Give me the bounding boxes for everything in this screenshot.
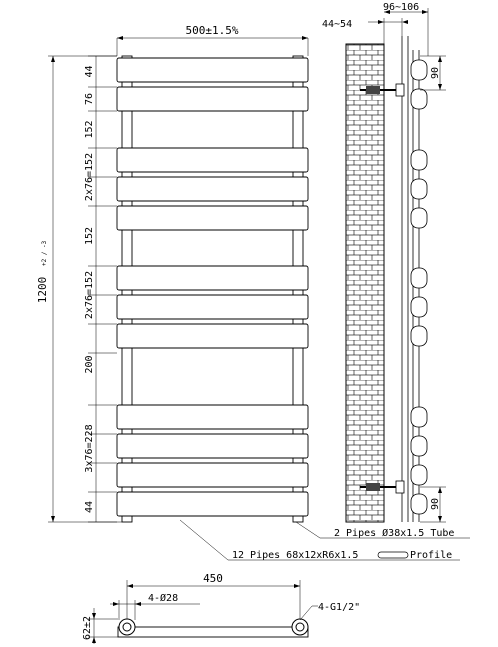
panel-section [410, 493, 428, 515]
panel-cross-sections [410, 59, 428, 515]
panel-section [410, 207, 428, 229]
flat-panel [116, 404, 309, 430]
profile-note-label: 12 Pipes 68x12xR6x1.5 [232, 550, 358, 561]
chain-dimension-label: 2x76=152 [84, 153, 95, 201]
horizontal-panels [116, 57, 309, 517]
panel-section [410, 406, 428, 428]
flat-panel [116, 205, 309, 231]
front-view: 500±1.5% 1200 +2 / -3 44 76 152 2x76=152 152… [36, 24, 470, 561]
flat-panel [116, 323, 309, 349]
chain-dimension-label: 3x76=228 [84, 424, 95, 472]
height-dimension-label: 1200 [36, 277, 49, 304]
panel-section [410, 267, 428, 289]
flat-panel [116, 57, 309, 83]
bottom-view: 450 4-Ø28 4-G1/2" 62±2 [82, 572, 360, 644]
profile-symbol [377, 551, 409, 559]
flat-panel [116, 491, 309, 517]
depth-label: 96~106 [383, 2, 419, 13]
wall-gap-label: 44~54 [322, 19, 352, 30]
bottom-height-label: 62±2 [82, 616, 93, 640]
height-tolerance-label: +2 / -3 [41, 240, 48, 266]
top-bracket-label: 90 [430, 67, 441, 79]
width-dimension-label: 500±1.5% [186, 24, 239, 37]
panel-section [410, 59, 428, 81]
chain-dimension-label: 152 [84, 120, 95, 138]
flat-panel [116, 294, 309, 320]
top-wall-bracket [360, 83, 405, 97]
chain-dimension-label: 200 [84, 355, 95, 373]
chain-dimension-label: 44 [84, 501, 95, 513]
flat-panel [116, 462, 309, 488]
bottom-profile [117, 626, 309, 638]
flat-panel [116, 265, 309, 291]
flat-panel [116, 176, 309, 202]
right-valve-inner [295, 622, 305, 632]
flat-panel [116, 433, 309, 459]
left-valve-inner [122, 622, 132, 632]
panel-section [410, 88, 428, 110]
panel-section [410, 178, 428, 200]
bottom-bracket-label: 90 [430, 498, 441, 510]
tube-note-label: 2 Pipes Ø38x1.5 Tube [334, 527, 454, 539]
flat-panel [116, 147, 309, 173]
chain-dimension-label: 44 [84, 65, 95, 77]
panel-section [410, 435, 428, 457]
panel-section [410, 296, 428, 318]
panel-section [410, 464, 428, 486]
bottom-wall-bracket [360, 480, 405, 494]
chain-dimension-label: 76 [84, 93, 95, 105]
panel-section [410, 325, 428, 347]
chain-dimension-label: 152 [84, 227, 95, 245]
profile-suffix-label: Profile [410, 550, 452, 561]
flat-panel [116, 86, 309, 112]
thread-label: 4-G1/2" [318, 602, 360, 613]
panel-section [410, 149, 428, 171]
brick-wall [345, 43, 385, 523]
left-chain-dimensions: 44 76 152 2x76=152 152 2x76=152 200 3x76=228 44 [84, 55, 117, 523]
chain-dimension-label: 2x76=152 [84, 271, 95, 319]
side-view: 44~54 96~106 90 90 [322, 2, 446, 523]
centers-label: 450 [203, 572, 223, 585]
holes-label: 4-Ø28 [148, 592, 178, 604]
